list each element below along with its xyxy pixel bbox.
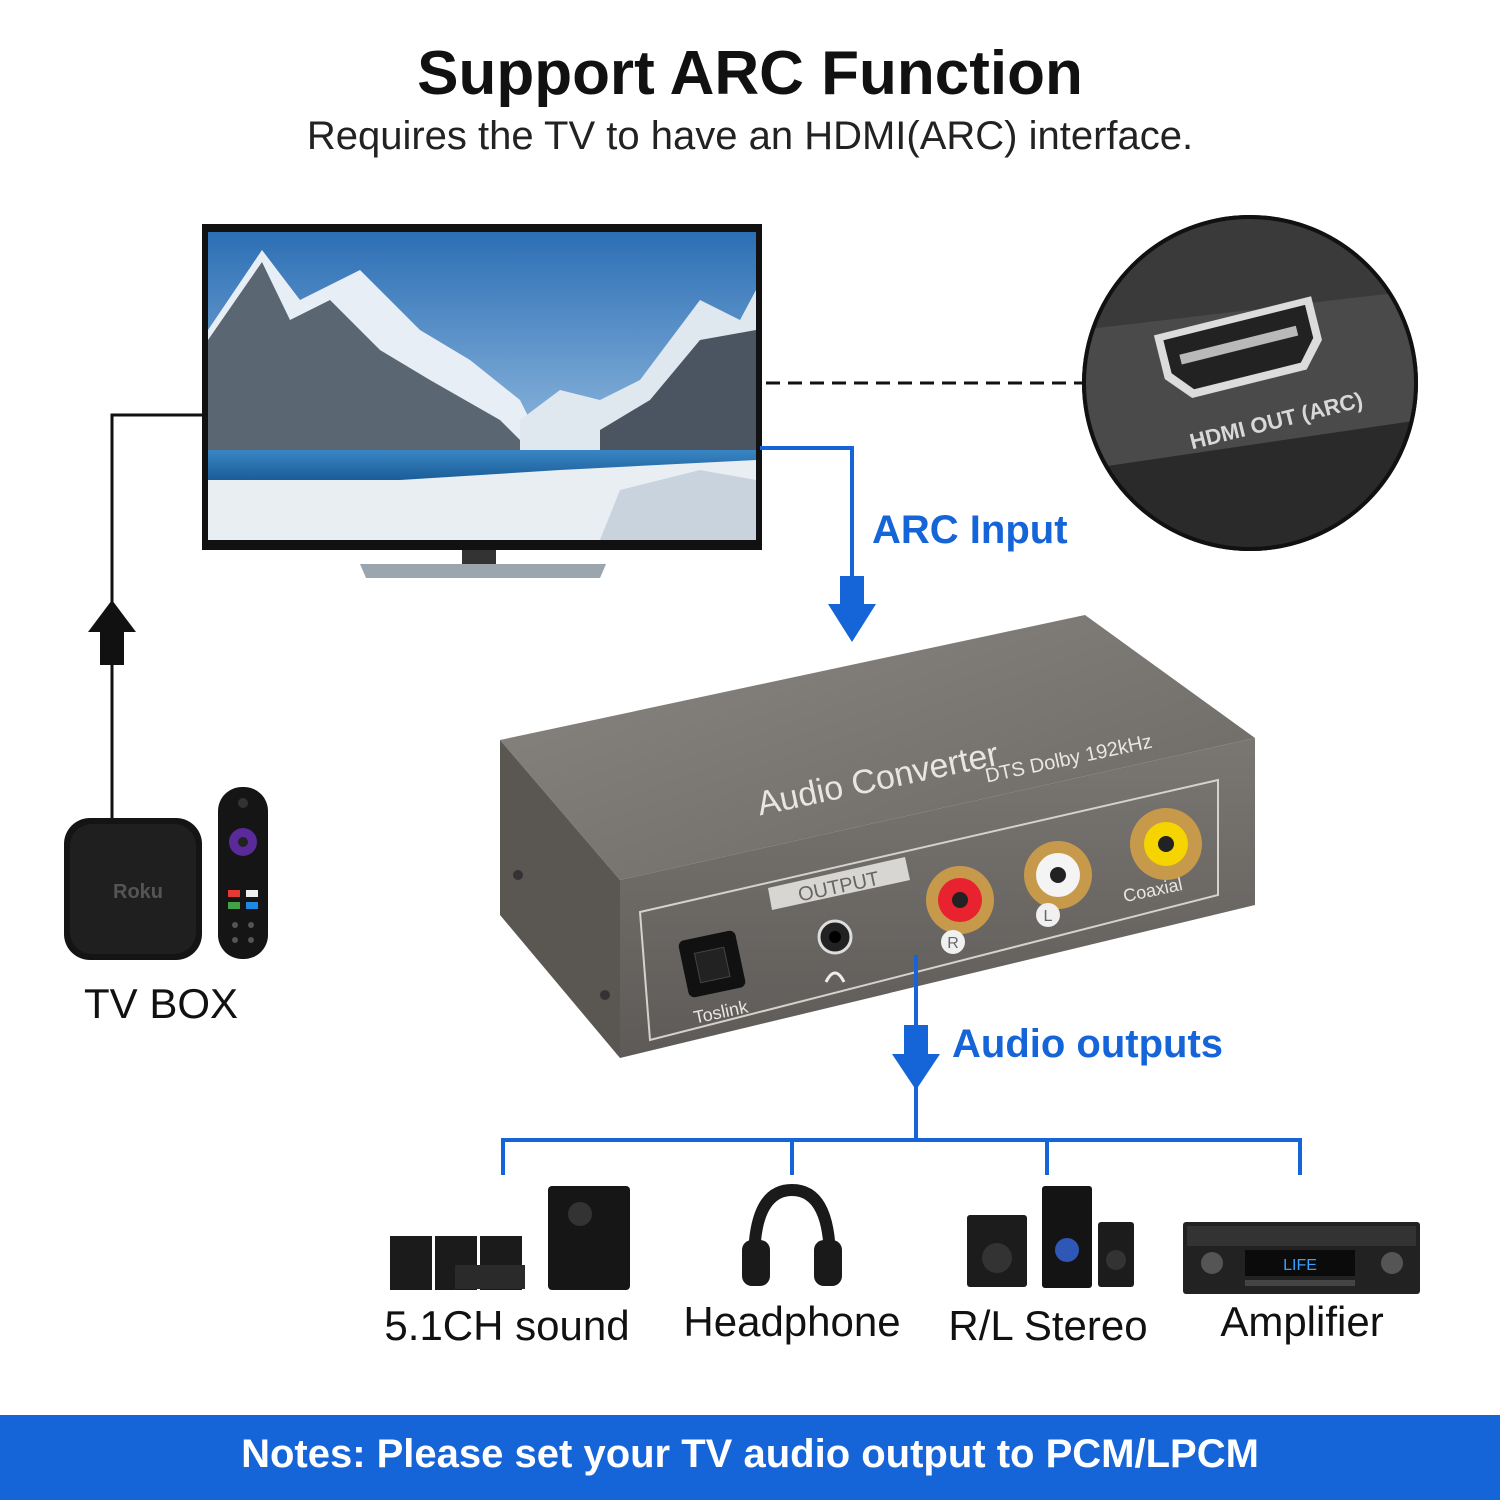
device-label-5-1ch: 5.1CH sound xyxy=(384,1302,630,1349)
tv-box-illustration: Roku xyxy=(64,787,268,960)
notes-text: Notes: Please set your TV audio output t… xyxy=(241,1432,1259,1476)
output-down-arrow-icon xyxy=(892,1025,940,1090)
tv-box-label: TV BOX xyxy=(84,980,239,1027)
tv-illustration xyxy=(202,224,762,578)
device-label-headphone: Headphone xyxy=(683,1298,901,1345)
device-label-stereo: R/L Stereo xyxy=(948,1302,1148,1349)
headphone-jack-icon xyxy=(824,971,846,983)
stereo-speaker-icon xyxy=(967,1186,1134,1288)
rca-l-label: L xyxy=(1044,908,1053,925)
audio-converter-device: Audio Converter DTS Dolby 192kHz OUTPUT … xyxy=(500,615,1255,1058)
audio-outputs-label: Audio outputs xyxy=(952,1022,1224,1066)
headphone-icon xyxy=(742,1183,842,1286)
surround-sound-icon xyxy=(390,1186,630,1290)
amplifier-icon: LIFE xyxy=(1183,1222,1420,1294)
amplifier-display: LIFE xyxy=(1283,1257,1317,1274)
rca-r-label: R xyxy=(947,935,959,952)
arc-input-label: ARC Input xyxy=(872,508,1068,552)
arc-down-arrow-icon xyxy=(828,576,876,642)
page-title: Support ARC Function xyxy=(417,39,1083,108)
notes-banner xyxy=(0,1415,1500,1500)
page-subtitle: Requires the TV to have an HDMI(ARC) int… xyxy=(306,114,1194,158)
roku-logo: Roku xyxy=(113,881,163,903)
device-label-amplifier: Amplifier xyxy=(1220,1298,1384,1345)
hdmi-port-inset: HDMI OUT (ARC) xyxy=(1082,215,1418,551)
up-arrow-icon xyxy=(88,600,136,665)
